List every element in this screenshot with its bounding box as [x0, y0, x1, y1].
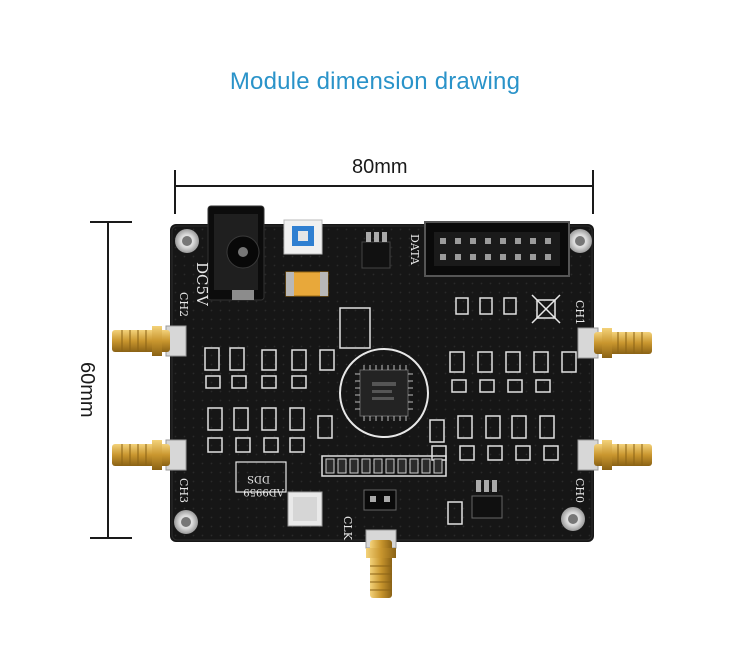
ch3-label: CH3	[177, 478, 190, 503]
passive-components	[204, 297, 577, 477]
height-dimension-line	[90, 221, 132, 539]
sma-connector-clk	[365, 529, 397, 598]
ch0-label: CH0	[573, 478, 586, 503]
chip-label: AD9959	[243, 486, 285, 497]
mounting-holes	[174, 229, 592, 534]
ch1-label: CH1	[573, 300, 586, 325]
width-dimension-line	[174, 170, 594, 214]
power-label: DC5V	[193, 262, 211, 307]
sma-connector-ch0	[577, 439, 652, 471]
power-switch	[283, 219, 323, 255]
data-label: DATA	[408, 234, 421, 266]
crystal-oscillator	[287, 491, 323, 527]
ground-marker	[531, 294, 561, 324]
sma-connector-ch3	[112, 439, 187, 471]
ch2-label: CH2	[177, 292, 190, 317]
ad9959-chip	[339, 348, 429, 438]
page-title: Module dimension drawing	[229, 68, 521, 95]
clk-jumper	[363, 489, 397, 511]
voltage-regulator	[361, 232, 391, 269]
sma-connector-ch1	[577, 327, 652, 359]
sma-connector-ch2	[112, 325, 187, 357]
clk-label: CLK	[341, 516, 354, 541]
data-pin-header	[424, 221, 570, 277]
bottom-ic	[447, 480, 503, 525]
dds-label: DDS	[247, 473, 270, 484]
dc-power-jack	[207, 205, 265, 301]
resistor-array	[325, 458, 443, 474]
width-dimension-label: 80mm	[352, 156, 408, 178]
tantalum-capacitor	[285, 271, 329, 297]
chip-label-box	[235, 461, 287, 493]
